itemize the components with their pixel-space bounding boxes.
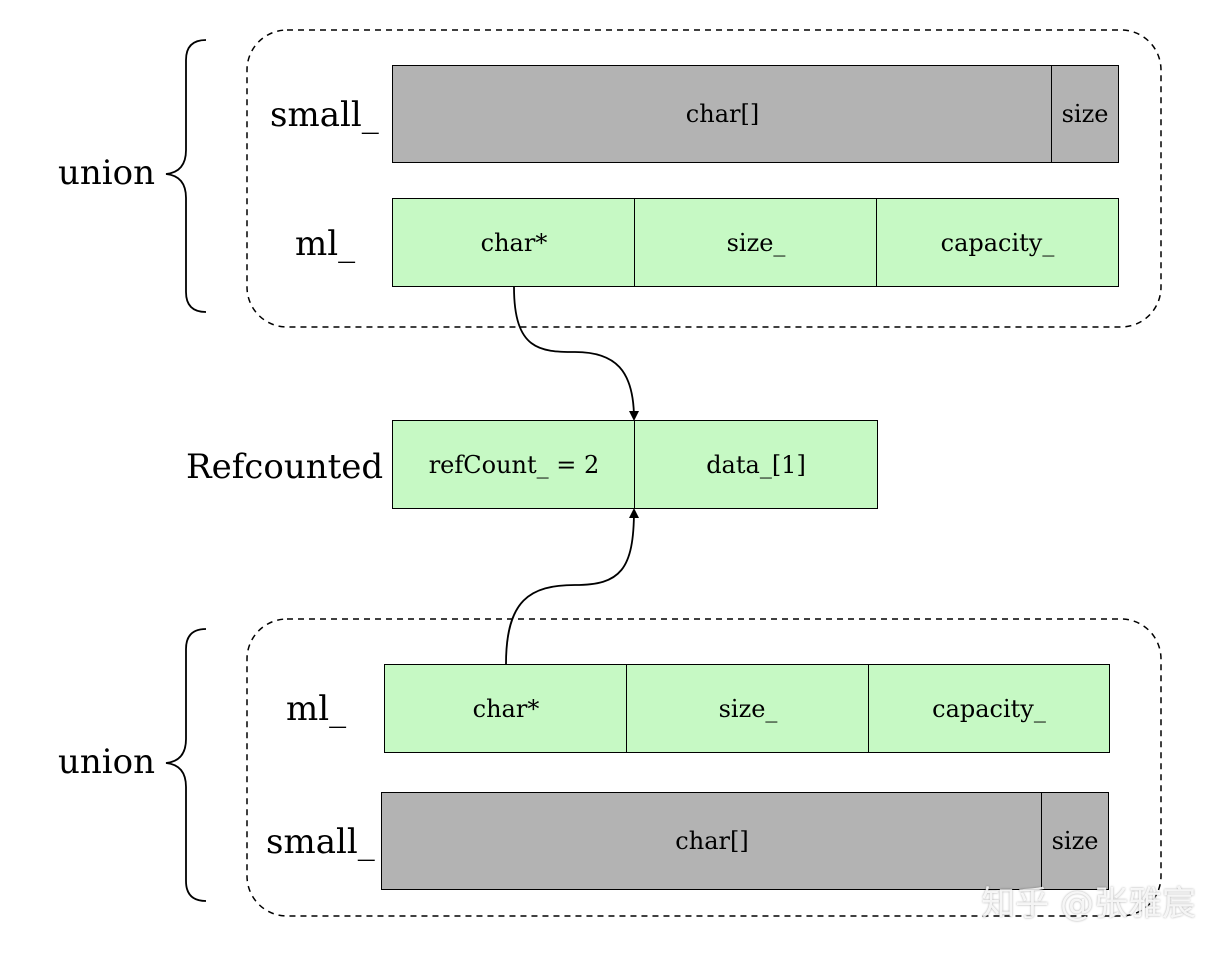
bottom-union-label: union (58, 742, 156, 782)
bottom-small-char-array-cell: char[] (381, 792, 1043, 890)
bottom-small-size-cell: size (1041, 792, 1109, 890)
bottom-small-label: small_ (266, 822, 375, 862)
top-pointer-arrow (513, 286, 639, 421)
bottom-ml-char-pointer-cell: char* (384, 664, 628, 753)
refcount-cell: refCount_ = 2 (392, 420, 636, 509)
top-union-brace (165, 39, 207, 313)
top-ml-char-pointer-cell: char* (392, 198, 636, 287)
top-small-size-cell: size (1051, 65, 1119, 163)
data-cell: data_[1] (634, 420, 878, 509)
bottom-ml-size-cell: size_ (626, 664, 870, 753)
bottom-union-container (246, 618, 1162, 917)
refcounted-label: Refcounted (186, 447, 384, 487)
top-ml-label: ml_ (295, 224, 356, 264)
bottom-ml-capacity-cell: capacity_ (868, 664, 1110, 753)
bottom-union-brace (165, 628, 207, 902)
top-ml-capacity-cell: capacity_ (876, 198, 1119, 287)
top-union-label: union (58, 153, 156, 193)
bottom-ml-label: ml_ (286, 689, 347, 729)
top-ml-size-cell: size_ (634, 198, 878, 287)
top-union-container (246, 29, 1162, 328)
bottom-pointer-arrow (505, 508, 639, 665)
top-small-label: small_ (270, 95, 379, 135)
top-small-char-array-cell: char[] (392, 65, 1053, 163)
watermark: 知乎 @张雅宸 (981, 884, 1196, 924)
